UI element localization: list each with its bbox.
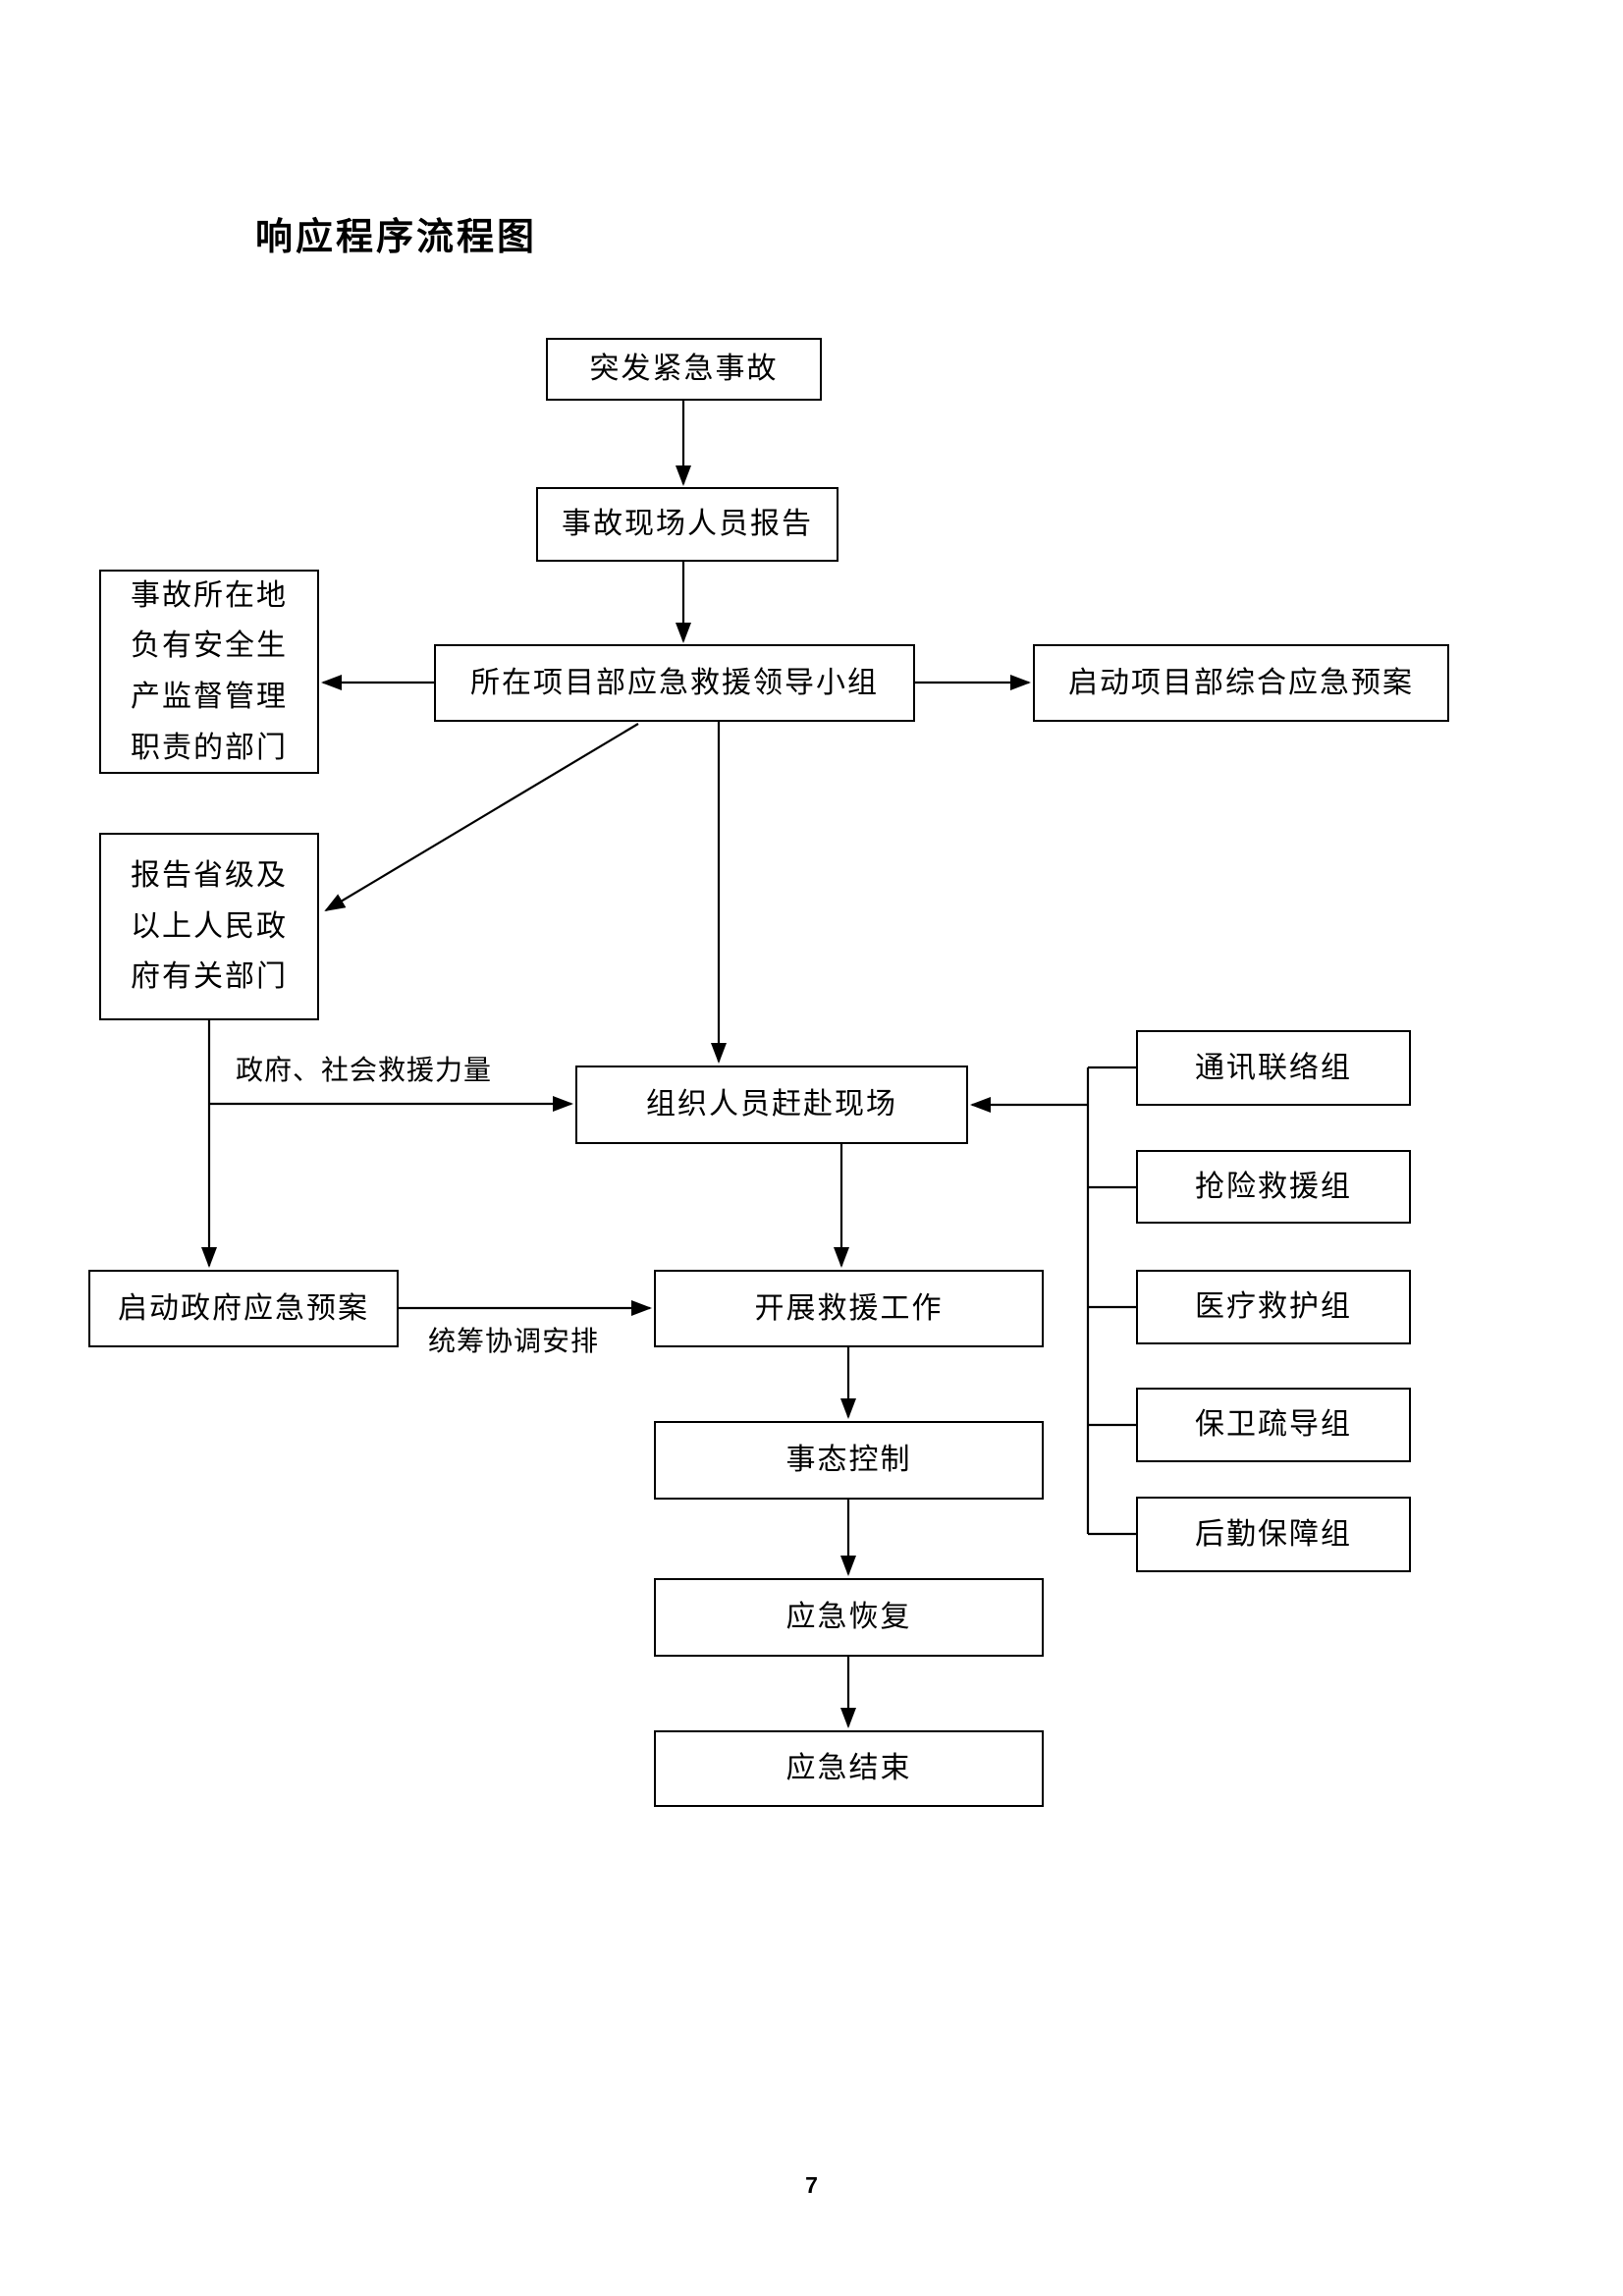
node-site-personnel-report: 事故现场人员报告 bbox=[536, 487, 839, 562]
node-launch-government-plan: 启动政府应急预案 bbox=[88, 1270, 399, 1347]
node-project-lead-group: 所在项目部应急救援领导小组 bbox=[434, 644, 915, 722]
node-launch-project-plan: 启动项目部综合应急预案 bbox=[1033, 644, 1449, 722]
page-number: 7 bbox=[805, 2172, 818, 2198]
node-rescue-work: 开展救援工作 bbox=[654, 1270, 1044, 1347]
node-emergency-end: 应急结束 bbox=[654, 1730, 1044, 1807]
edge-label-coordinate-arrange: 统筹协调安排 bbox=[426, 1320, 602, 1359]
node-supervision-department: 事故所在地 负有安全生 产监督管理 职责的部门 bbox=[99, 570, 319, 774]
node-rescue-group: 抢险救援组 bbox=[1136, 1150, 1411, 1224]
node-organize-personnel: 组织人员赶赴现场 bbox=[575, 1066, 968, 1144]
node-logistics-group: 后勤保障组 bbox=[1136, 1497, 1411, 1572]
page-title: 响应程序流程图 bbox=[255, 217, 538, 258]
node-medical-group: 医疗救护组 bbox=[1136, 1270, 1411, 1344]
edge-label-government-social-force: 政府、社会救援力量 bbox=[234, 1049, 495, 1088]
node-report-provincial-government: 报告省级及 以上人民政 府有关部门 bbox=[99, 833, 319, 1020]
node-emergency-recovery: 应急恢复 bbox=[654, 1578, 1044, 1657]
node-situation-control: 事态控制 bbox=[654, 1421, 1044, 1500]
node-security-group: 保卫疏导组 bbox=[1136, 1388, 1411, 1462]
node-communication-group: 通讯联络组 bbox=[1136, 1030, 1411, 1106]
arrow-leadgroup-to-provincial bbox=[324, 723, 639, 912]
node-incident: 突发紧急事故 bbox=[546, 338, 822, 401]
